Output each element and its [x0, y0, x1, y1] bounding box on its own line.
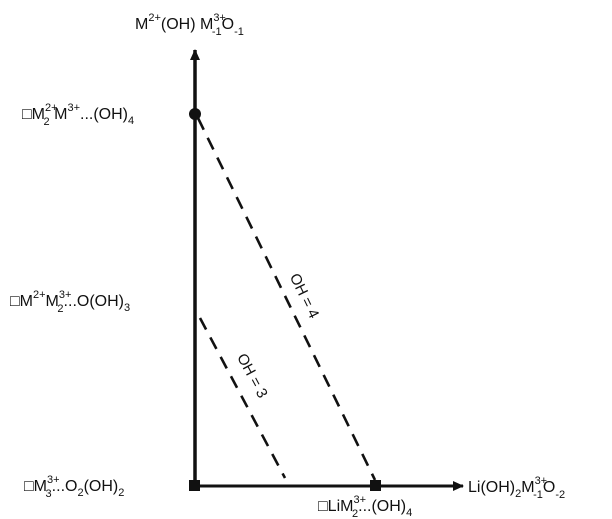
top-vertex-dot — [189, 108, 201, 120]
oh4-dashed-line — [196, 117, 377, 481]
label-middle-composition: □M2+M3+2...O(OH)3 — [10, 289, 130, 315]
oh4-line-label: OH = 4 — [286, 271, 322, 322]
label-origin-composition: □M3+3...O2(OH)2 — [24, 474, 124, 500]
oh3-line-label: OH = 3 — [233, 351, 271, 401]
oh3-dashed-line — [198, 317, 287, 479]
top-axis-label: M2+(OH) M3+-1O-1 — [135, 12, 244, 38]
right-axis-label: Li(OH)2M3+-1O-2 — [468, 475, 565, 501]
bottom-square-marker — [370, 480, 381, 491]
label-top-composition: □M2+2 M3+...(OH)4 — [22, 102, 134, 128]
label-bottom-composition: □LiM3+2...(OH)4 — [318, 494, 412, 519]
origin-square-marker — [189, 480, 200, 491]
